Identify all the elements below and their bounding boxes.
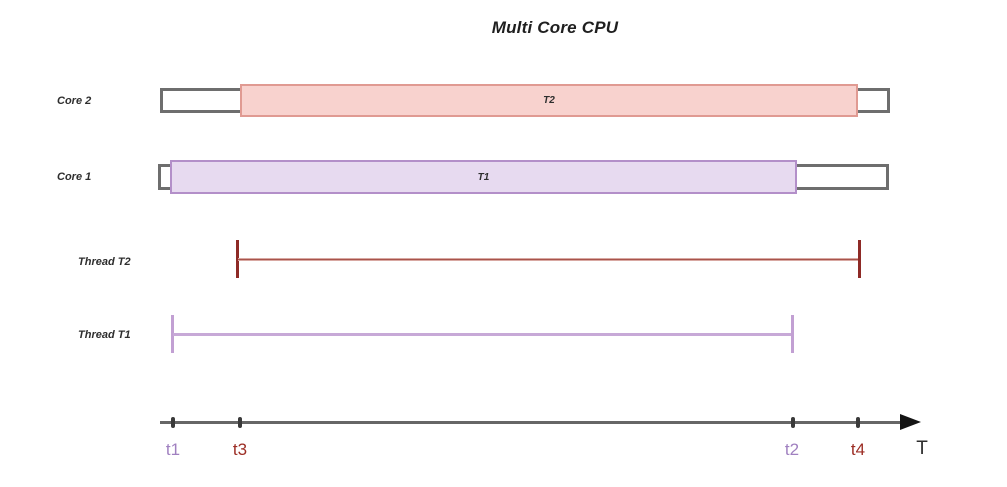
axis-tick-label-t4: t4 — [850, 440, 866, 459]
axis-tick-t3 — [238, 417, 242, 428]
axis-tick-label-t1: t1 — [165, 440, 181, 459]
core2-task-bar-t2: T2 — [240, 84, 858, 117]
axis-tick-t2 — [791, 417, 795, 428]
thread-t2-end-tick — [858, 240, 861, 278]
axis-tick-t4 — [856, 417, 860, 428]
time-axis-line — [160, 421, 903, 424]
thread-t2-start-tick — [236, 240, 239, 278]
axis-tick-label-t3: t3 — [232, 440, 248, 459]
thread-t1-label: Thread T1 — [78, 329, 131, 341]
task-t1-label: T1 — [477, 171, 490, 183]
diagram-title: Multi Core CPU — [491, 18, 619, 37]
core2-label: Core 2 — [57, 95, 92, 107]
axis-tick-t1 — [171, 417, 175, 428]
axis-tick-label-t2: t2 — [784, 440, 800, 459]
time-axis-name: T — [916, 438, 928, 459]
thread-t1-end-tick — [791, 315, 794, 353]
task-t2-label: T2 — [543, 95, 555, 106]
thread-t1-start-tick — [171, 315, 174, 353]
thread-t2-label: Thread T2 — [78, 256, 131, 268]
core1-label: Core 1 — [57, 171, 92, 183]
time-axis-arrowhead-icon — [900, 414, 921, 430]
thread-t2-lifetime-line — [238, 258, 860, 261]
core1-task-bar-t1: T1 — [170, 160, 797, 194]
thread-t1-lifetime-line — [173, 333, 793, 336]
